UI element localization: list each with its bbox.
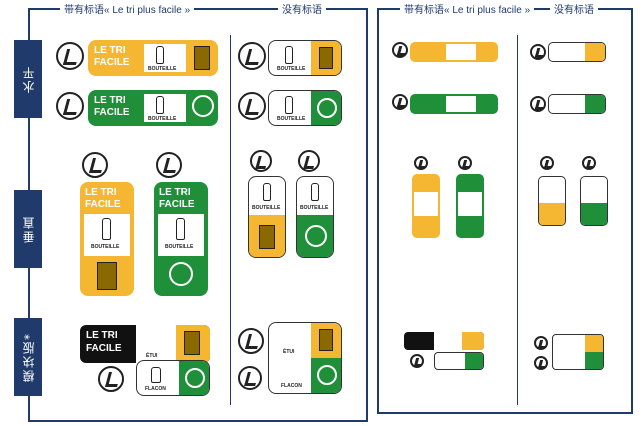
header-left-without-slogan: 没有标语 bbox=[278, 1, 326, 16]
small-label-module-top bbox=[404, 332, 484, 350]
header-right-with-slogan: 带有标语« Le tri plus facile » bbox=[400, 1, 535, 16]
right-divider bbox=[517, 35, 518, 405]
small-label-horizontal-green bbox=[410, 94, 498, 114]
triman-icon bbox=[534, 356, 548, 370]
label-vertical-plain-yellow: BOUTEILLE bbox=[248, 176, 286, 258]
small-label-module-plain bbox=[552, 334, 604, 370]
triman-icon bbox=[540, 156, 554, 170]
small-label-plain-yellow bbox=[548, 42, 606, 62]
glass-icon bbox=[169, 262, 193, 286]
triman-icon bbox=[534, 336, 548, 350]
small-label-vertical-green bbox=[456, 174, 484, 238]
bottle-icon bbox=[156, 96, 164, 114]
small-label-plain-green bbox=[548, 94, 606, 114]
bottle-icon bbox=[156, 46, 164, 64]
label-module-top: LE TRI FACILE ÉTUI bbox=[80, 325, 210, 363]
bin-icon bbox=[259, 225, 275, 249]
triman-icon bbox=[250, 150, 272, 172]
triman-icon bbox=[392, 94, 408, 110]
glass-icon bbox=[305, 225, 327, 247]
triman-icon bbox=[298, 150, 320, 172]
label-horizontal-green: LE TRI FACILE BOUTEILLE bbox=[88, 90, 218, 126]
triman-icon bbox=[582, 156, 596, 170]
header-left-with-slogan: 带有标语« Le tri plus facile » bbox=[60, 1, 195, 16]
small-label-vertical-yellow bbox=[412, 174, 440, 238]
label-vertical-yellow: LE TRI FACILE BOUTEILLE bbox=[80, 182, 134, 296]
small-label-horizontal-yellow bbox=[410, 42, 498, 62]
glass-icon bbox=[185, 368, 205, 388]
bin-icon bbox=[184, 331, 200, 355]
triman-icon bbox=[238, 42, 266, 70]
triman-icon bbox=[98, 366, 124, 392]
triman-icon bbox=[82, 152, 108, 178]
triman-icon bbox=[530, 96, 546, 112]
row-label-vertical: 垂直 bbox=[14, 190, 42, 268]
label-vertical-green: LE TRI FACILE BOUTEILLE bbox=[154, 182, 208, 296]
header-right-without-slogan: 没有标语 bbox=[550, 1, 598, 16]
bin-icon bbox=[194, 46, 210, 70]
label-vertical-plain-green: BOUTEILLE bbox=[296, 176, 334, 258]
bin-icon bbox=[319, 47, 333, 69]
glass-icon bbox=[317, 98, 337, 118]
triman-icon bbox=[410, 354, 424, 368]
triman-icon bbox=[238, 366, 262, 390]
triman-icon bbox=[530, 44, 546, 60]
left-divider bbox=[230, 35, 231, 405]
label-module-bottom: FLACON bbox=[136, 360, 210, 396]
triman-icon bbox=[56, 42, 84, 70]
row-label-module: 模块版* bbox=[14, 318, 42, 396]
label-horizontal-plain-yellow: BOUTEILLE bbox=[268, 40, 342, 76]
triman-icon bbox=[458, 156, 472, 170]
small-label-vertical-plain-yellow bbox=[538, 176, 566, 226]
triman-icon bbox=[56, 92, 84, 120]
row-label-horizontal: 水平 bbox=[14, 40, 42, 118]
small-label-module-bottom bbox=[434, 352, 484, 370]
small-label-vertical-plain-green bbox=[580, 176, 608, 226]
label-horizontal-yellow: LE TRI FACILE BOUTEILLE bbox=[88, 40, 218, 76]
triman-icon bbox=[392, 42, 408, 58]
glass-icon bbox=[192, 95, 214, 117]
glass-icon bbox=[317, 365, 337, 385]
triman-icon bbox=[156, 152, 182, 178]
label-horizontal-plain-green: BOUTEILLE bbox=[268, 90, 342, 126]
bin-icon bbox=[97, 262, 117, 290]
label-module-plain: ÉTUI FLACON bbox=[268, 322, 342, 394]
bin-icon bbox=[319, 329, 333, 351]
triman-icon bbox=[414, 156, 428, 170]
triman-icon bbox=[238, 328, 264, 354]
triman-icon bbox=[238, 92, 266, 120]
